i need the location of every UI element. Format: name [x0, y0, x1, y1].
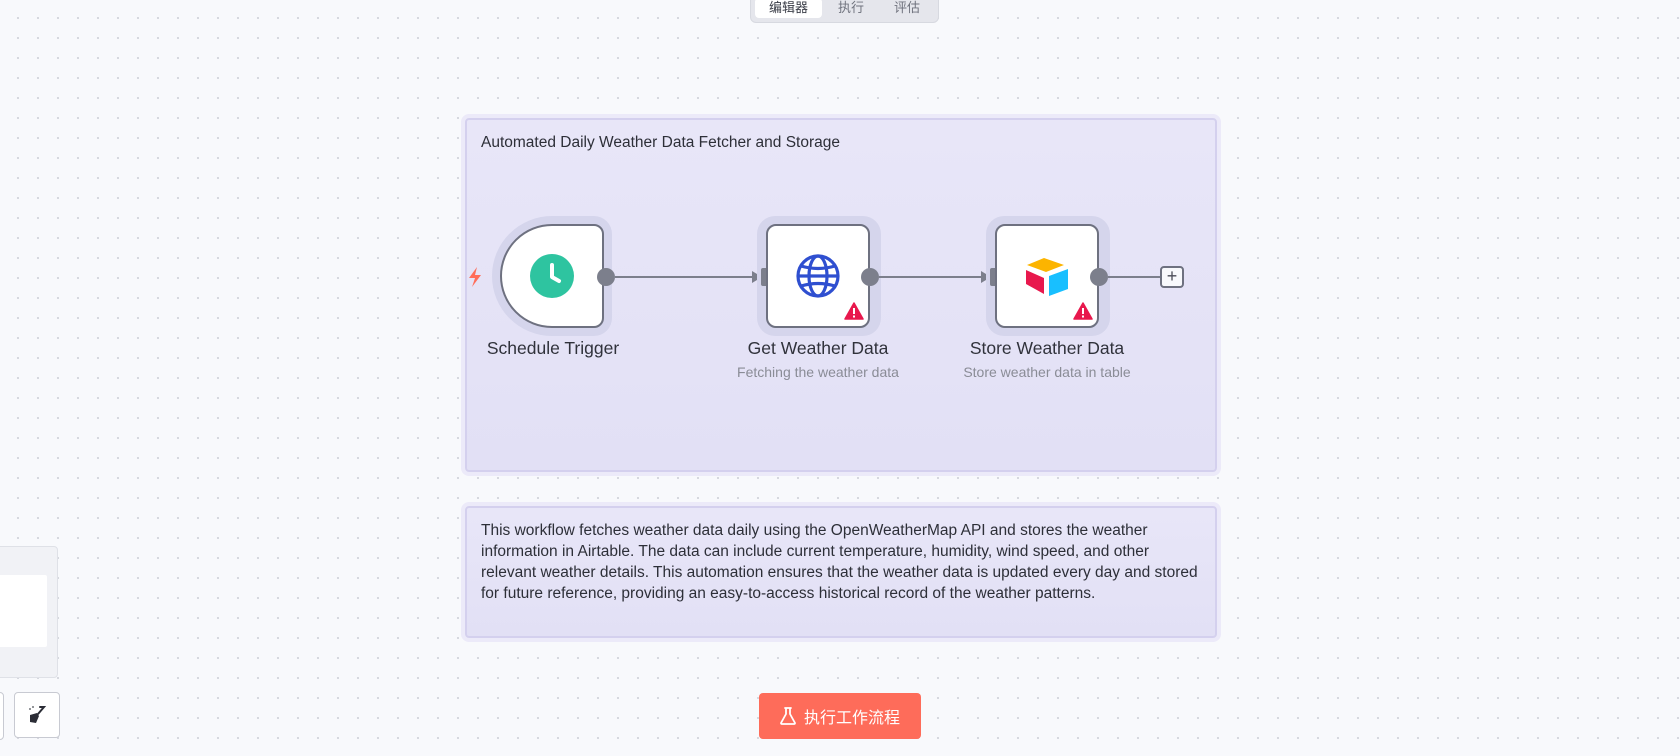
connection-line[interactable]	[879, 276, 984, 278]
broom-icon	[29, 706, 47, 723]
node-get-weather-data[interactable]	[766, 224, 870, 328]
warning-icon[interactable]	[844, 302, 864, 320]
warning-icon[interactable]	[1073, 302, 1093, 320]
description-note-text: This workflow fetches weather data daily…	[481, 522, 1198, 602]
flask-icon	[780, 707, 796, 725]
trigger-bolt-icon	[469, 267, 481, 287]
input-handle[interactable]	[761, 268, 769, 286]
tidy-up-button[interactable]	[14, 692, 60, 738]
node-label: Store Weather Data	[969, 338, 1125, 358]
node-subtitle: Store weather data in table	[963, 364, 1131, 380]
execute-workflow-label: 执行工作流程	[803, 708, 900, 727]
globe-icon	[796, 254, 840, 298]
node-store-weather-data[interactable]	[995, 224, 1099, 328]
execute-workflow-button[interactable]: 执行工作流程	[759, 693, 921, 739]
add-node-button[interactable]: +	[1160, 266, 1184, 288]
input-handle[interactable]	[990, 268, 998, 286]
node-schedule-trigger[interactable]	[500, 224, 604, 328]
canvas-control-button[interactable]	[0, 692, 4, 740]
description-sticky-note[interactable]: This workflow fetches weather data daily…	[465, 506, 1217, 638]
tab-executions[interactable]: 执行	[838, 0, 865, 15]
tab-evaluations[interactable]: 评估	[894, 0, 921, 15]
group-note-title: Automated Daily Weather Data Fetcher and…	[481, 134, 840, 151]
node-label: Schedule Trigger	[486, 338, 620, 358]
airtable-icon	[1026, 258, 1068, 296]
node-label: Get Weather Data	[747, 338, 889, 358]
tab-editor[interactable]: 编辑器	[755, 0, 823, 18]
view-tabs: 编辑器 执行 评估	[750, 0, 940, 23]
output-handle[interactable]	[1090, 268, 1108, 286]
clock-icon	[530, 254, 574, 298]
output-handle[interactable]	[597, 268, 615, 286]
side-panel-content	[0, 575, 47, 647]
connection-line[interactable]	[615, 276, 755, 278]
node-subtitle: Fetching the weather data	[737, 364, 899, 380]
connection-line	[1108, 276, 1160, 278]
output-handle[interactable]	[861, 268, 879, 286]
side-panel	[0, 546, 58, 678]
